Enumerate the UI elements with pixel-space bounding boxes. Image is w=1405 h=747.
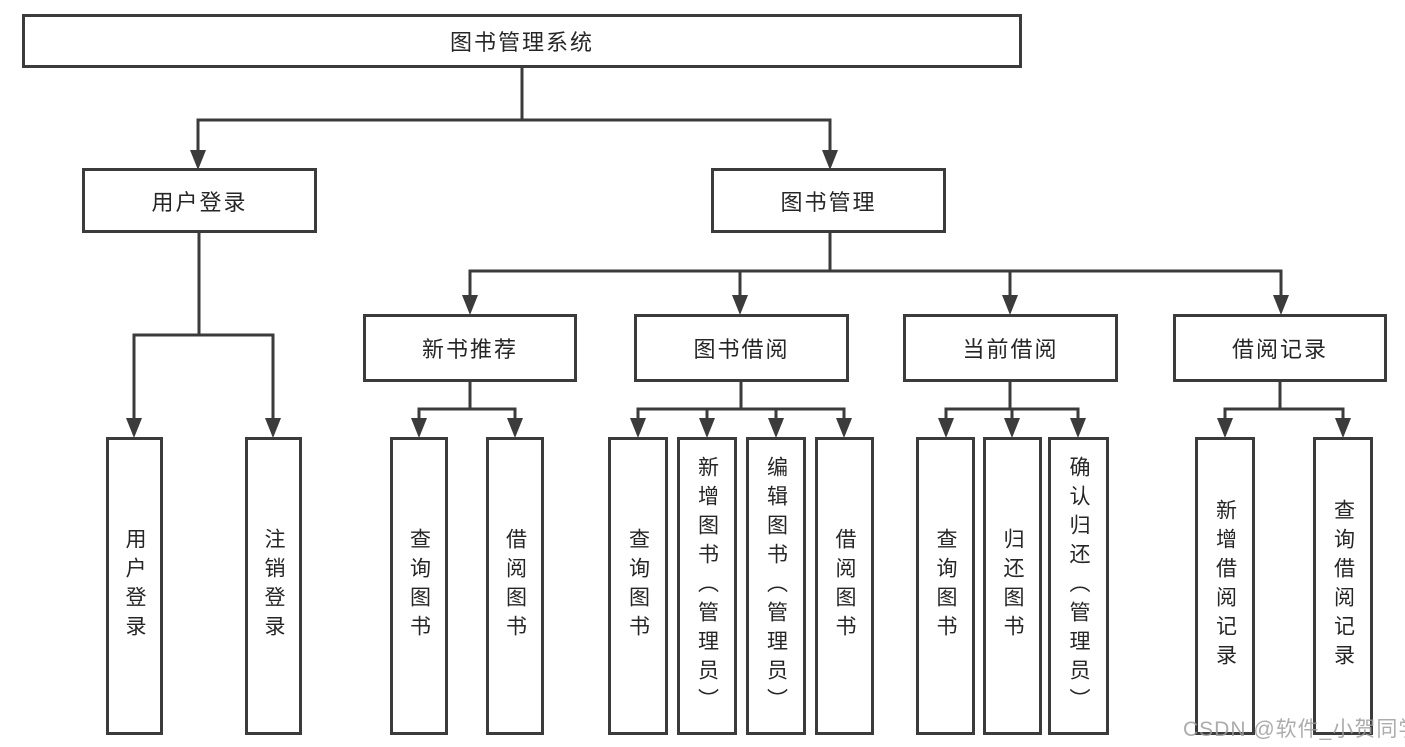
node-book-borrowing: 图书借阅 [634, 314, 849, 382]
node-label: 借阅记录 [1231, 337, 1328, 362]
node-label: 用户登录 [151, 189, 248, 215]
leaf-query-books: 查询图书 [608, 437, 668, 735]
node-label: 新书推荐 [421, 337, 518, 362]
csdn-watermark: CSDN @软件_小贺同学 [1183, 718, 1405, 741]
node-current-borrowing: 当前借阅 [903, 314, 1118, 382]
node-label: 图书管理系统 [449, 30, 594, 55]
leaf-label: 查询图书 [626, 528, 650, 644]
leaf-label: 确认归还（管理员） [1067, 455, 1090, 717]
leaf-label: 归还图书 [1001, 528, 1024, 644]
leaf-label: 用户登录 [123, 528, 146, 644]
leaf-label: 新增借阅记录 [1213, 499, 1237, 673]
node-new-book-recommendation: 新书推荐 [363, 314, 577, 382]
node-label: 图书借阅 [693, 337, 790, 362]
leaf-label: 新增图书（管理员） [695, 455, 719, 717]
leaf-query-books: 查询图书 [916, 437, 975, 735]
node-label: 当前借阅 [962, 337, 1059, 362]
node-book-management: 图书管理 [711, 168, 946, 233]
leaf-label: 借阅图书 [833, 528, 856, 644]
leaf-label: 查询图书 [407, 528, 431, 644]
leaf-query-books: 查询图书 [390, 437, 448, 735]
leaf-return-books: 归还图书 [983, 437, 1042, 735]
leaf-label: 注销登录 [262, 528, 285, 644]
leaf-logout: 注销登录 [245, 437, 302, 735]
leaf-edit-book-admin: 编辑图书（管理员） [746, 437, 806, 735]
leaf-label: 借阅图书 [503, 528, 527, 644]
leaf-confirm-return-admin: 确认归还（管理员） [1048, 437, 1109, 735]
leaf-query-borrow-record: 查询借阅记录 [1313, 437, 1373, 735]
node-user-login: 用户登录 [82, 168, 317, 233]
leaf-borrow-books: 借阅图书 [486, 437, 544, 735]
leaf-label: 查询图书 [934, 528, 957, 644]
leaf-add-book-admin: 新增图书（管理员） [677, 437, 737, 735]
node-library-management-system: 图书管理系统 [22, 14, 1022, 68]
leaf-user-login: 用户登录 [106, 437, 163, 735]
leaf-borrow-books: 借阅图书 [815, 437, 874, 735]
leaf-add-borrow-record: 新增借阅记录 [1195, 437, 1255, 735]
leaf-label: 编辑图书（管理员） [764, 455, 788, 717]
node-label: 图书管理 [780, 189, 877, 215]
leaf-label: 查询借阅记录 [1331, 499, 1355, 673]
node-borrowing-records: 借阅记录 [1173, 314, 1387, 382]
